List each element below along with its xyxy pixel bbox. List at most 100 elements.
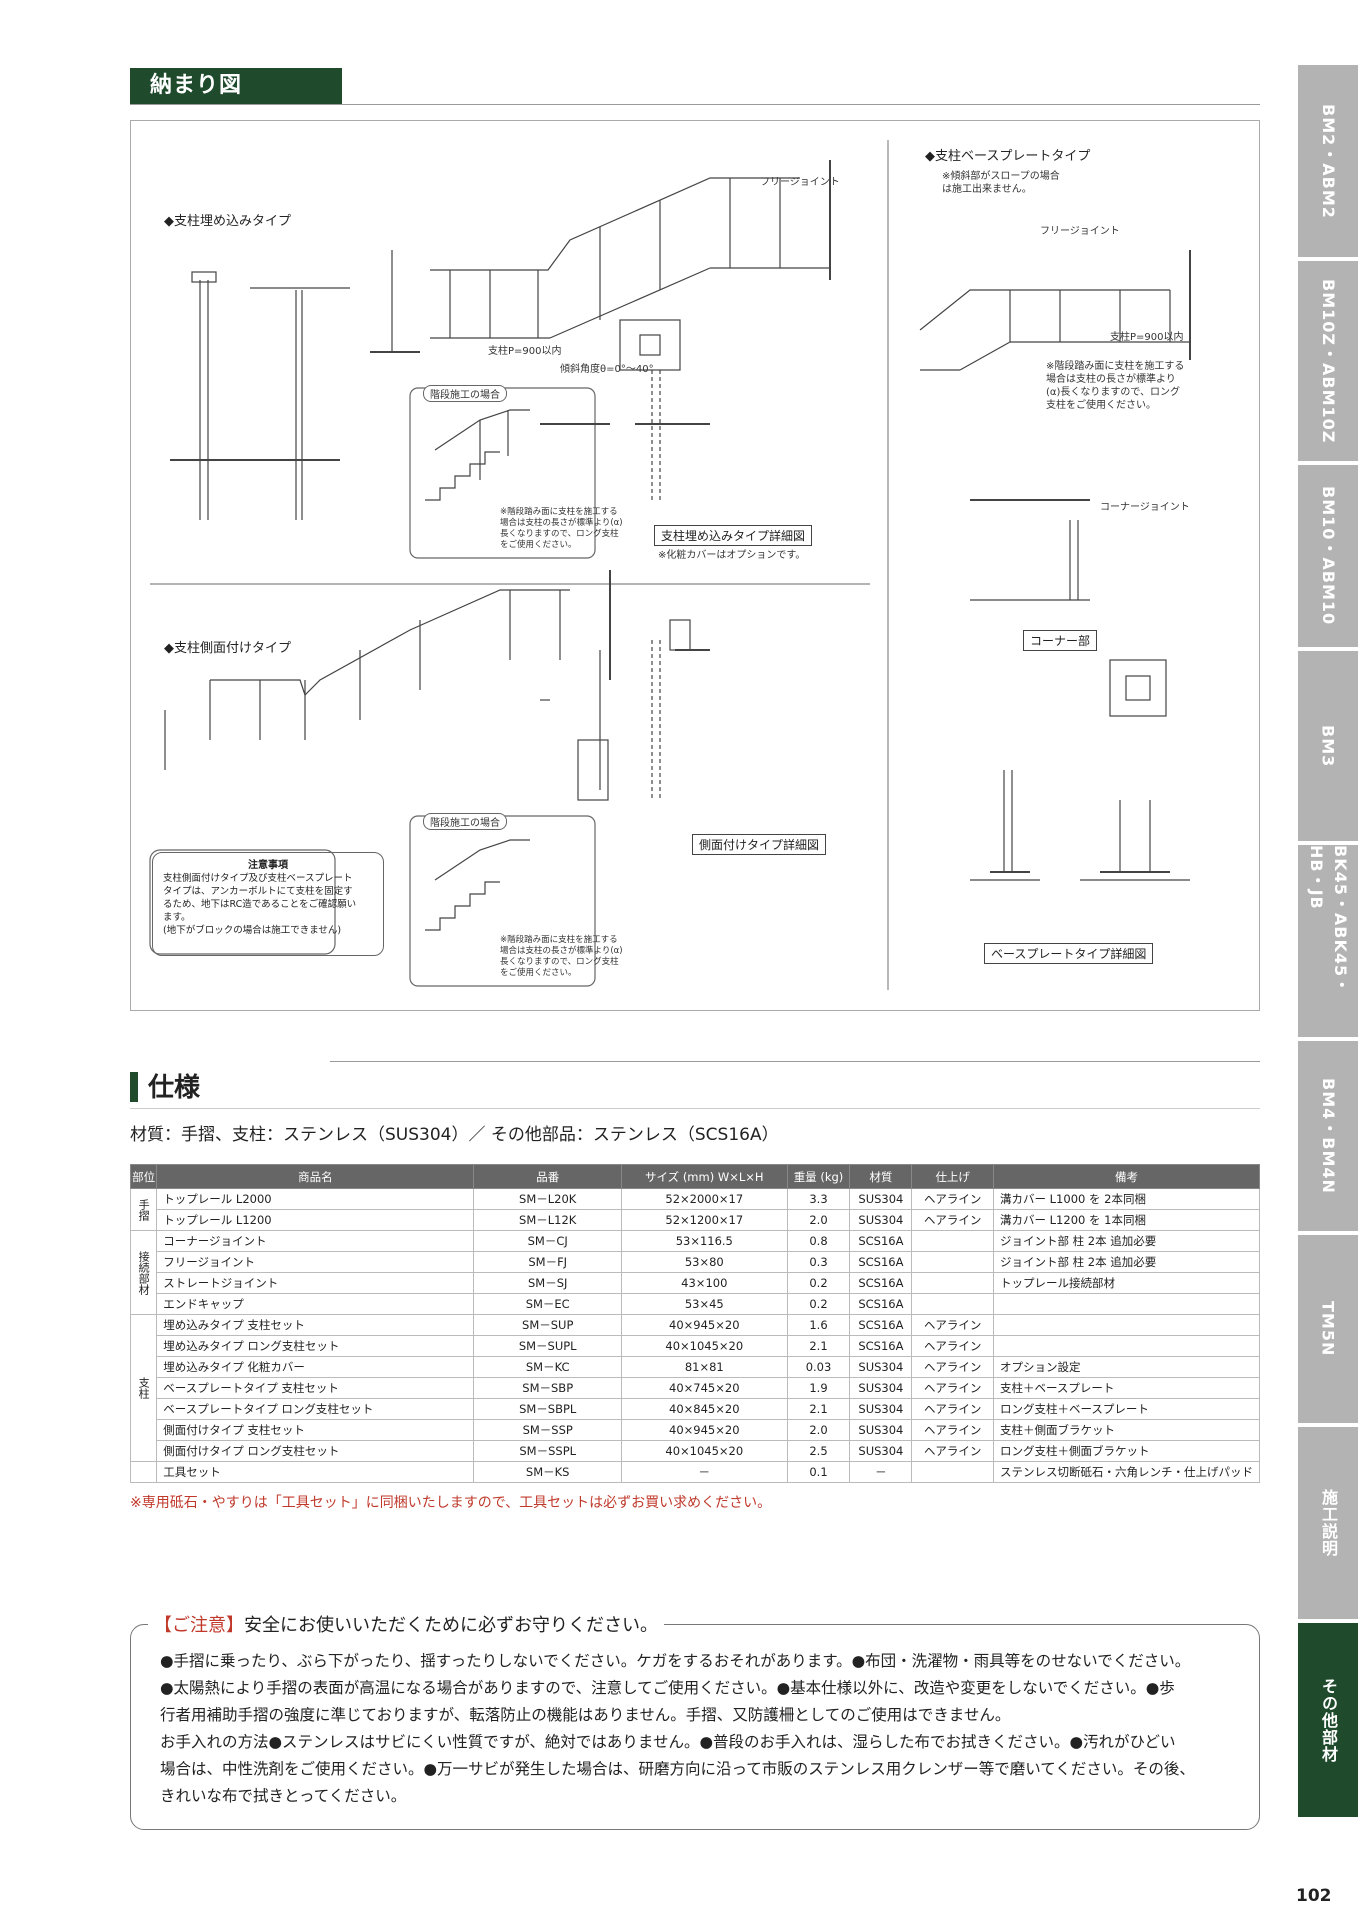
pitch-label-embed: 支柱P=900以内 [488, 346, 562, 357]
tab-bk45[interactable]: BK45・ABK45・HB・JB [1298, 845, 1358, 1037]
product-material: SUS304 [849, 1398, 913, 1420]
embed-stairs-label: 階段施工の場合 [423, 385, 507, 402]
base-plate-plan [1109, 659, 1167, 717]
spec-title: 仕様 [148, 1073, 201, 1103]
product-material: SCS16A [849, 1230, 913, 1252]
tab-bm10z[interactable]: BM10Z・ABM10Z [1298, 261, 1358, 461]
pitch-label-base: 支柱P=900以内 [1110, 332, 1184, 343]
product-size: 81×81 [620, 1356, 788, 1378]
tab-installation[interactable]: 施工説明 [1298, 1427, 1358, 1619]
product-material: SCS16A [849, 1251, 913, 1273]
product-name: ベースプレートタイプ ロング支柱セット [156, 1398, 475, 1420]
corner-joint-label: コーナージョイント [1100, 502, 1190, 513]
product-weight: 2.1 [786, 1398, 851, 1420]
col-header-weight: 重量 (kg) [786, 1164, 851, 1189]
embed-cover-plan [619, 319, 681, 371]
product-finish [911, 1251, 994, 1273]
product-weight: 0.8 [786, 1230, 851, 1252]
product-remarks: ジョイント部 柱 2本 追加必要 [993, 1251, 1260, 1273]
base-type-title: ◆支柱ベースプレートタイプ [925, 149, 1091, 164]
product-weight: 2.1 [786, 1335, 851, 1357]
product-weight: 0.2 [786, 1293, 851, 1315]
col-header-name: 商品名 [156, 1164, 475, 1189]
side-stairs-label: 階段施工の場合 [423, 813, 507, 830]
product-name: コーナージョイント [156, 1230, 475, 1252]
material-text: 材質：手摺、支柱：ステンレス（SUS304）／ その他部品：ステンレス（SCS1… [130, 1125, 779, 1145]
caution-box: 注意事項 支柱側面付けタイプ及び支柱ベースプレート タイプは、アンカーボルトにて… [152, 852, 384, 956]
product-finish [911, 1272, 994, 1294]
notice-line: ●太陽熱により手摺の表面が高温になる場合がありますので、注意してご使用ください。… [160, 1679, 1175, 1697]
product-material: SCS16A [849, 1314, 913, 1336]
side-handrail-line [210, 589, 570, 697]
tab-bm4[interactable]: BM4・BM4N [1298, 1041, 1358, 1231]
product-material: SUS304 [849, 1209, 913, 1231]
product-material: SCS16A [849, 1293, 913, 1315]
notice-line: 行者用補助手摺の強度に準じておりますが、転落防止の機能はありません。手摺、又防護… [160, 1706, 1011, 1724]
product-weight: 2.0 [786, 1419, 851, 1441]
product-weight: 3.3 [786, 1188, 851, 1210]
product-size: 52×2000×17 [620, 1188, 788, 1210]
product-finish [911, 1461, 994, 1483]
product-size: 40×845×20 [620, 1398, 788, 1420]
product-material: SUS304 [849, 1377, 913, 1399]
side-stairs-note: ※階段踏み面に支柱を施工する場合は支柱の長さが標準より(α)長くなりますので、ロ… [500, 935, 623, 978]
product-name: ベースプレートタイプ 支柱セット [156, 1377, 475, 1399]
tab-bm10[interactable]: BM10・ABM10 [1298, 465, 1358, 647]
notice-box [130, 1624, 1260, 1830]
product-finish [911, 1230, 994, 1252]
product-code: SM－SUPL [473, 1335, 622, 1357]
product-remarks: ジョイント部 柱 2本 追加必要 [993, 1230, 1260, 1252]
embed-stairs-note: ※階段踏み面に支柱を施工する場合は支柱の長さが標準より(α)長くなりますので、ロ… [500, 507, 623, 550]
product-finish: ヘアライン [911, 1314, 994, 1336]
base-detail-caption: ベースプレートタイプ詳細図 [984, 943, 1154, 964]
product-code: SM－EC [473, 1293, 622, 1315]
notice-heading-text: 安全にお使いいただくために必ずお守りください。 [244, 1615, 658, 1636]
product-remarks: トップレール接続部材 [993, 1272, 1260, 1294]
product-size: 53×45 [620, 1293, 788, 1315]
free-joint-label-base: フリージョイント [1040, 226, 1120, 237]
product-size: 53×116.5 [620, 1230, 788, 1252]
col-header-code: 品番 [473, 1164, 622, 1189]
spec-footnote: ※専用砥石・やすりは「工具セット」に同梱いたしますので、工具セットは必ずお買い求… [130, 1495, 772, 1511]
product-name: フリージョイント [156, 1251, 475, 1273]
product-weight: 2.0 [786, 1209, 851, 1231]
product-name: トップレール L1200 [156, 1209, 475, 1231]
spec-table: 部位 商品名 品番 サイズ (mm) W×L×H 重量 (kg) 材質 仕上げ … [129, 1164, 1260, 1483]
product-weight: 1.6 [786, 1314, 851, 1336]
product-finish: ヘアライン [911, 1419, 994, 1441]
col-header-size: サイズ (mm) W×L×H [620, 1164, 788, 1189]
product-material: SCS16A [849, 1335, 913, 1357]
product-name: 埋め込みタイプ 支柱セット [156, 1314, 475, 1336]
product-code: SM－L12K [473, 1209, 622, 1231]
free-joint-label-top: フリージョイント [760, 177, 840, 188]
tab-bm3[interactable]: BM3 [1298, 651, 1358, 841]
tab-bm2[interactable]: BM2・ABM2 [1298, 65, 1358, 257]
spec-header-row: 部位 商品名 品番 サイズ (mm) W×L×H 重量 (kg) 材質 仕上げ … [129, 1164, 1260, 1189]
product-name: 側面付けタイプ ロング支柱セット [156, 1440, 475, 1462]
product-remarks: 支柱＋ベースプレート [993, 1377, 1260, 1399]
product-remarks: ロング支柱＋ベースプレート [993, 1398, 1260, 1420]
product-finish: ヘアライン [911, 1335, 994, 1357]
col-header-part: 部位 [129, 1164, 158, 1189]
spec-accent-bar [130, 1072, 138, 1102]
side-detail-caption: 側面付けタイプ詳細図 [692, 834, 827, 855]
page-number: 102 [1296, 1886, 1332, 1906]
tab-other-parts[interactable]: その他部材 [1298, 1623, 1358, 1817]
product-size: 40×945×20 [620, 1314, 788, 1336]
tab-tm5n[interactable]: TM5N [1298, 1235, 1358, 1423]
product-finish: ヘアライン [911, 1209, 994, 1231]
product-material: SCS16A [849, 1272, 913, 1294]
col-header-finish: 仕上げ [911, 1164, 994, 1189]
product-remarks [993, 1293, 1260, 1315]
embed-handrail-line [430, 177, 800, 271]
product-material: SUS304 [849, 1419, 913, 1441]
spec-underline [130, 1108, 1260, 1109]
product-code: SM－KS [473, 1461, 622, 1483]
